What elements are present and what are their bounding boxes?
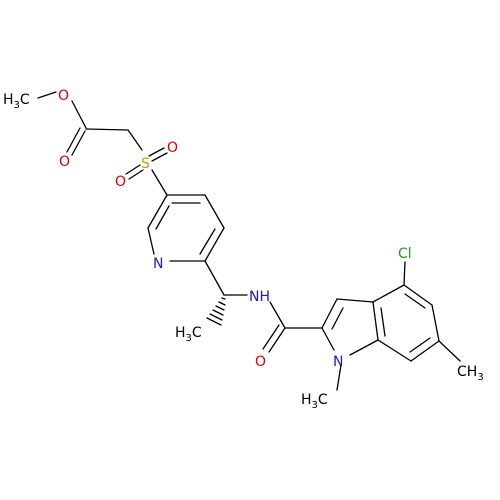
bond-s-o1-a: [148, 147, 165, 157]
atom-carbonyl-oxygen: O: [59, 154, 70, 170]
bond-py-c3-c2: [204, 227, 225, 262]
bond-c6-ch3: [438, 340, 461, 362]
atom-amide-nh: NH: [249, 289, 270, 305]
atom-aryl-methyl: CH3: [457, 364, 484, 383]
bond-s-o2-a: [125, 164, 141, 175]
bond-ind-n-c2: [321, 327, 335, 351]
atom-indole-nitrogen: N: [333, 354, 343, 370]
atom-sulfonyl-oxygen-2: O: [115, 174, 126, 190]
bond-c-o-double-b: [66, 127, 81, 153]
atom-methyl-ester: H3C: [3, 92, 30, 111]
bond-ind-inner: [331, 307, 344, 330]
bond-bz-inner-2: [409, 337, 431, 353]
bond-ind-c7a-n: [349, 339, 379, 356]
bond-ind-c3a-c7a: [372, 301, 379, 341]
atom-amide-oxygen: O: [255, 354, 266, 370]
atom-chlorine: Cl: [398, 246, 412, 262]
atom-layer: H3C O O S O O N H3C NH O N H3C Cl CH3: [3, 88, 484, 411]
atom-sulfonyl-oxygen-1: O: [167, 140, 178, 156]
bond-c-o-amide-b: [262, 324, 280, 350]
atom-ester-oxygen: O: [58, 88, 69, 104]
atom-chiral-methyl: H3C: [175, 325, 202, 344]
bond-c-ch2: [85, 128, 129, 131]
bond-bz-c5-c6: [431, 304, 440, 342]
bond-c4-cl: [403, 261, 406, 286]
bond-py-c6-c5: [147, 194, 168, 229]
bond-nh-camide: [269, 301, 286, 329]
bond-py-chiral: [204, 260, 225, 296]
bond-bz-inner-1: [404, 293, 426, 309]
bond-ch3-o: [37, 91, 57, 99]
bond-py-n-c6: [147, 227, 155, 255]
bond-bz-c4-c5: [403, 284, 433, 306]
bond-n-ch3: [336, 364, 342, 391]
bond-py-inner-3: [155, 205, 170, 230]
bond-ch2-s: [127, 129, 143, 151]
bond-bz-c6-c7: [410, 340, 440, 362]
atom-n-methyl: H3C: [301, 392, 328, 411]
bond-bz-c3a-c4: [372, 284, 405, 303]
bond-bz-inner-3: [380, 307, 386, 337]
bond-ind-c2-c3: [321, 298, 338, 329]
bond-ind-c3-c3a: [336, 298, 374, 303]
atom-pyridine-nitrogen: N: [153, 256, 163, 272]
bond-c-o-double-a: [71, 130, 86, 156]
bond-layer: [37, 91, 461, 391]
bond-s-o2-b: [128, 169, 144, 180]
bond-bz-c7-c7a: [377, 339, 412, 362]
bond-s-o1-b: [151, 152, 168, 162]
bond-py-c4-c3: [204, 194, 225, 229]
bond-s-pyridine: [151, 169, 168, 196]
bond-o-ccarbonyl: [71, 100, 87, 129]
atom-sulfur: S: [141, 156, 150, 172]
hashed-wedge-bond: [206, 297, 226, 326]
bond-c-o-amide-a: [268, 327, 286, 353]
bond-py-inner-2: [199, 228, 216, 255]
